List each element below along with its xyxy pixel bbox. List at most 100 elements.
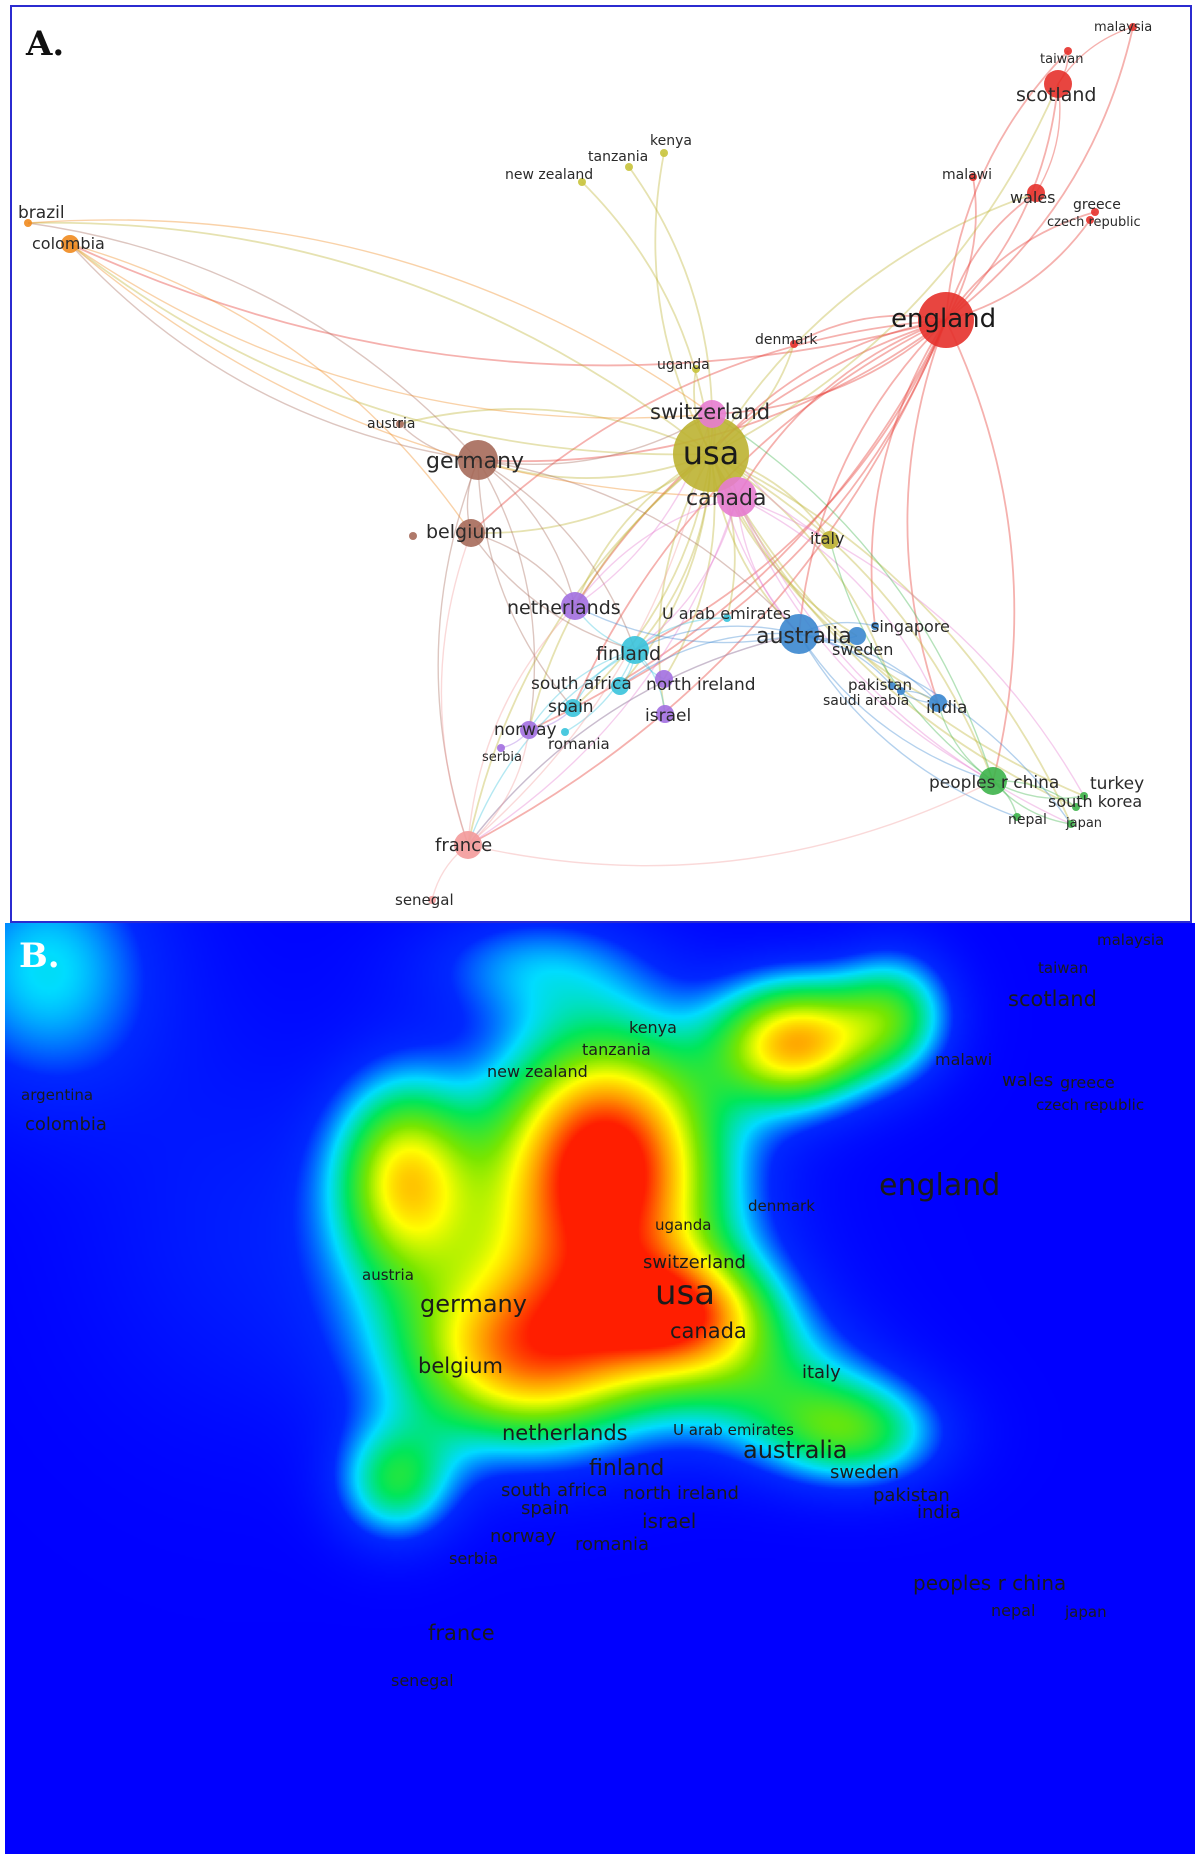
density-label-japan: japan <box>1064 1603 1107 1621</box>
node-netherlands <box>561 592 589 620</box>
density-label-malawi: malawi <box>935 1050 992 1069</box>
node-sweden <box>848 627 866 645</box>
link-england-taiwan <box>945 50 1069 321</box>
node-label-kenya: kenya <box>650 133 692 149</box>
density-label-southafrica: south africa <box>501 1480 608 1501</box>
panel-b-label: B. <box>19 936 60 976</box>
node-label-israel: israel <box>645 706 691 726</box>
node-label-newzealand: new zealand <box>505 167 593 183</box>
density-label-northireland: north ireland <box>623 1483 739 1504</box>
link-australia-netherlands <box>574 605 800 644</box>
density-label-serbia: serbia <box>449 1549 498 1568</box>
network-nodes <box>24 23 1137 904</box>
link-australia-nepal <box>798 633 1018 818</box>
node-switzerland <box>698 400 726 428</box>
node-label-scotland: scotland <box>1016 84 1096 106</box>
link-china-italy <box>829 539 994 782</box>
density-label-switzerland: switzerland <box>643 1252 746 1273</box>
node-czech <box>1086 216 1094 224</box>
link-usa-southkorea <box>710 453 1077 808</box>
node-label-india: india <box>926 698 967 718</box>
density-label-scotland: scotland <box>1008 987 1097 1011</box>
node-label-finland: finland <box>596 643 661 665</box>
link-brazil-switzerland <box>27 219 713 415</box>
link-england-canada <box>736 319 947 498</box>
link-england-southafrica <box>619 319 947 687</box>
node-southafrica <box>611 677 629 695</box>
density-label-italy: italy <box>802 1362 841 1383</box>
link-australia-france <box>467 633 800 846</box>
node-label-belgium: belgium <box>426 521 503 543</box>
panel-a-label: A. <box>25 24 64 64</box>
density-label-usa: usa <box>655 1273 715 1313</box>
link-colombia-belgium <box>69 243 472 534</box>
node-denmark <box>790 340 798 348</box>
node-label-switzerland: switzerland <box>650 400 770 424</box>
node-saudiarabia <box>897 687 905 695</box>
link-canada-finland <box>634 496 738 651</box>
density-label-netherlands: netherlands <box>502 1421 628 1445</box>
node-label-japan: japan <box>1065 816 1102 831</box>
link-germany-netherlands <box>477 459 576 607</box>
link-australia-japan <box>798 633 1072 825</box>
node-label-italy: italy <box>810 529 844 548</box>
node-southkorea <box>1072 803 1080 811</box>
node-label-malaysia: malaysia <box>1094 20 1152 35</box>
node-serbia <box>497 744 505 752</box>
node-label-czech: czech republic <box>1047 215 1141 230</box>
density-label-greece: greece <box>1060 1073 1115 1092</box>
node-finland <box>621 636 649 664</box>
link-germany-france <box>437 459 479 846</box>
link-usa-kenya <box>654 152 712 455</box>
density-label-tanzania: tanzania <box>582 1040 651 1059</box>
node-taiwan <box>1064 47 1072 55</box>
link-france-norway <box>467 729 530 846</box>
density-label-argentina: argentina <box>21 1086 93 1104</box>
node-germany <box>458 440 498 480</box>
node-label-tanzania: tanzania <box>588 149 648 165</box>
node-malaysia <box>1129 23 1137 31</box>
link-china-switzerland <box>711 413 994 782</box>
node-label-nepal: nepal <box>1008 812 1047 828</box>
link-australia-finland <box>634 625 800 651</box>
node-belgium <box>457 519 485 547</box>
node-label-france: france <box>435 835 492 856</box>
link-belgium-netherlands <box>470 532 576 607</box>
node-label-serbia: serbia <box>482 750 522 765</box>
density-label-norway: norway <box>490 1526 557 1547</box>
node-label-singapore: singapore <box>871 617 950 636</box>
node-greece <box>1091 208 1099 216</box>
node-label-northireland: north ireland <box>646 675 756 695</box>
node-label-colombia: colombia <box>32 234 105 253</box>
link-germany-colombia <box>69 243 479 461</box>
node-label-sweden: sweden <box>832 640 893 659</box>
node-usa <box>673 416 749 492</box>
density-label-india: india <box>917 1502 961 1523</box>
link-germany-finland <box>477 459 636 651</box>
density-label-china: peoples r china <box>913 1571 1066 1595</box>
node-label-taiwan: taiwan <box>1040 52 1084 67</box>
link-usa-france <box>467 453 712 846</box>
node-japan <box>1067 820 1075 828</box>
link-england-china <box>945 319 1016 782</box>
density-label-austria: austria <box>362 1266 414 1284</box>
node-brazil <box>24 219 32 227</box>
link-england-india <box>906 319 947 704</box>
link-canada-turkey <box>736 496 1085 797</box>
link-finland-norway <box>528 649 636 731</box>
link-usa-scotland <box>710 83 1059 455</box>
node-newzealand <box>578 178 586 186</box>
link-australia-southafrica <box>619 632 800 687</box>
link-canada-india <box>736 496 939 704</box>
node-label-greece: greece <box>1073 197 1121 213</box>
density-label-kenya: kenya <box>629 1018 677 1037</box>
density-label-malaysia: malaysia <box>1097 931 1164 949</box>
node-label-saudiarabia: saudi arabia <box>823 693 909 709</box>
link-france-netherlands <box>467 605 576 846</box>
link-france-australia <box>467 633 800 846</box>
density-label-romania: romania <box>575 1534 649 1555</box>
link-england-belgium <box>470 319 947 534</box>
